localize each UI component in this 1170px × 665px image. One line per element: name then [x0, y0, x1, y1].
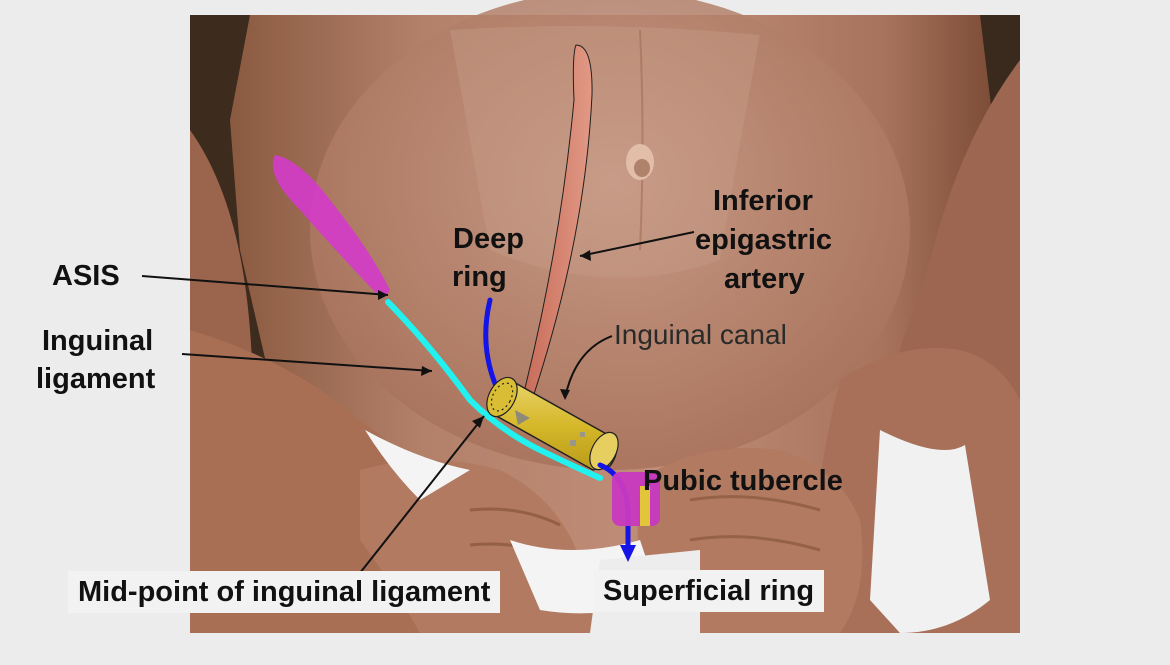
label-pubic-tubercle: Pubic tubercle	[643, 465, 843, 497]
label-superficial-ring: Superficial ring	[593, 570, 825, 612]
label-mid-point: Mid-point of inguinal ligament	[68, 571, 501, 613]
label-epigastric-line2: epigastric	[695, 224, 832, 256]
label-epigastric-line1: Inferior	[713, 185, 813, 217]
label-deep-ring-line1: Deep	[453, 223, 524, 255]
inguinal-canal-arrow	[564, 335, 613, 399]
epigastric-arrow	[579, 231, 695, 257]
pubic-tubercle-marker	[612, 472, 660, 526]
label-asis: ASIS	[52, 260, 120, 292]
label-epigastric-line3: artery	[724, 263, 805, 295]
label-inguinal-ligament-line1: Inguinal	[42, 325, 154, 357]
pointer-arrowheads	[378, 250, 591, 428]
label-inguinal-ligament-line2: ligament	[36, 363, 156, 395]
pointer-arrows	[141, 231, 695, 579]
inguinal-ligament-arrow	[181, 353, 433, 372]
inguinal-canal-tube	[486, 376, 619, 471]
spermatic-path-arrowhead	[620, 545, 636, 562]
mid-point-arrow	[355, 415, 485, 579]
inguinal-ligament-line	[385, 299, 603, 481]
photo-lower-abdomen	[190, 0, 1020, 633]
asis-arrow	[141, 275, 389, 296]
asis-marker	[272, 155, 390, 296]
label-deep-ring-line2: ring	[452, 261, 507, 293]
label-inguinal-canal: Inguinal canal	[614, 319, 787, 350]
